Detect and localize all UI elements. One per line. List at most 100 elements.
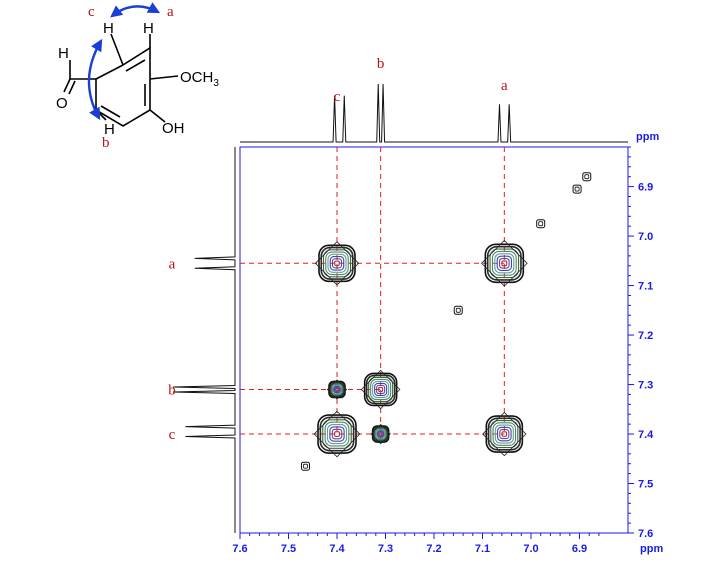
- diagonal-peak-b-ring: [378, 386, 384, 393]
- cross-peak-b-c-ring: [379, 432, 383, 436]
- cross-peak-c-b-ring: [333, 385, 341, 394]
- y-tick-label: 7.2: [638, 330, 653, 342]
- cross-peak-b-c-ring: [376, 429, 386, 439]
- diagonal-peak-a: [480, 239, 528, 287]
- left-peak-label-b: b: [168, 382, 176, 398]
- cross-peak-a-c-ring: [501, 431, 508, 437]
- diagonal-peak-b-ring: [372, 380, 390, 399]
- atom-h-a: H: [143, 20, 154, 37]
- noise-peak-ring: [582, 172, 592, 182]
- cross-peak-a-c-ring: [492, 422, 517, 446]
- noise-peak: [536, 219, 546, 229]
- noise-peak-ring: [455, 307, 461, 313]
- cross-peak-b-c-ring: [378, 431, 384, 437]
- atom-oh: OH: [162, 120, 185, 137]
- cross-peak-b-c-envelope: [370, 423, 391, 445]
- molecule-structure: H O H H H OCH3 OH c a b: [56, 2, 219, 151]
- cross-peak-c-a-ring: [331, 258, 343, 269]
- diagonal-peak-a-ring: [499, 257, 510, 269]
- bond-c-oh: [149, 109, 166, 123]
- atom-h-c: H: [103, 20, 114, 37]
- cross-peak-c-b-envelope: [326, 379, 348, 400]
- left-projection-trace: [172, 147, 236, 533]
- cross-peak-a-c-envelope: [482, 411, 527, 457]
- y-tick-label: 7.1: [638, 281, 653, 293]
- y-tick-label: 7.4: [638, 429, 654, 441]
- diagonal-peak-a-ring: [486, 245, 522, 281]
- cross-peak-b-c-ring: [372, 426, 389, 442]
- diagonal-peak-b: [360, 369, 401, 410]
- diagonal-peak-a-ring: [501, 260, 508, 267]
- x-tick-label: 7.4: [329, 543, 345, 555]
- cross-peak-c-b-ring: [334, 386, 340, 393]
- bond-c-h-c: [110, 33, 124, 66]
- x-tick-label: 6.9: [572, 543, 587, 555]
- left-projection: [172, 147, 236, 533]
- diagonal-peak-b-ring: [374, 382, 388, 397]
- cross-peak-b-c: [370, 423, 391, 445]
- correlation-guides: [240, 147, 505, 435]
- atom-h-b: H: [104, 121, 115, 138]
- cross-peak-c-a-ring: [325, 251, 349, 276]
- x-tick-label: 7.1: [475, 543, 490, 555]
- contour-peaks: [300, 172, 592, 471]
- diagonal-peak-c-ring: [326, 423, 348, 445]
- top-projection-trace: [240, 83, 628, 143]
- diagonal-peak-b-envelope: [360, 369, 401, 410]
- atom-o-aldehyde: O: [56, 95, 68, 112]
- cross-peak-c-a-ring: [318, 244, 356, 283]
- bond-cho-o-2: [68, 80, 76, 95]
- cross-peak-a-c-ring: [497, 426, 512, 442]
- y-tick-label: 7.0: [638, 231, 653, 243]
- molecule-bonds: [63, 33, 179, 127]
- diagonal-peak-b-ring: [376, 384, 386, 395]
- cross-peak-c-a-ring: [320, 246, 354, 280]
- top-peak-label-b: b: [377, 56, 385, 72]
- diagonal-peak-c-ring: [317, 414, 357, 454]
- cross-peak-a-c-ring: [487, 417, 521, 451]
- cross-peak-c-a-envelope: [314, 241, 360, 286]
- noise-peak-ring: [453, 305, 463, 315]
- diagonal-peak-a-ring: [494, 253, 515, 274]
- y-tick-label: 7.6: [638, 528, 653, 540]
- cross-peak-c-b-ring: [335, 387, 339, 392]
- left-peak-label-a: a: [169, 256, 176, 272]
- cross-peak-a-c-ring: [485, 415, 524, 453]
- plot-frame: [239, 146, 629, 534]
- cross-peak-a-c-ring: [494, 424, 514, 444]
- y-axis-label: ppm: [636, 131, 659, 143]
- diagonal-peak-b-ring: [368, 376, 394, 403]
- diagonal-peak-b-ring: [363, 372, 398, 407]
- ring-double-bond-3: [100, 105, 121, 118]
- diagonal-peak-a-ring: [489, 248, 520, 279]
- coupling-arrow-c-a: [110, 2, 161, 18]
- cross-peak-c-b: [326, 379, 348, 400]
- diagonal-peak-c-ring: [334, 431, 340, 437]
- y-tick-label: 7.5: [638, 479, 653, 491]
- cross-peak-b-c-ring: [371, 425, 390, 443]
- cross-peak-a-c: [482, 411, 527, 457]
- x-tick-label: 7.0: [523, 543, 538, 555]
- left-peak-label-c: c: [169, 427, 176, 443]
- noise-peak: [453, 305, 463, 315]
- noise-peak-ring: [584, 174, 590, 180]
- benzene-ring: [95, 46, 151, 127]
- noise-peak-ring: [536, 219, 546, 229]
- diagonal-peak-c-ring: [319, 416, 355, 452]
- diagonal-peak-c-ring: [324, 421, 350, 447]
- top-projection: [240, 83, 628, 143]
- diagonal-peak-a-ring: [496, 255, 513, 271]
- diagonal-peak-c-ring: [331, 428, 343, 440]
- diagonal-peak-a-ring: [484, 243, 525, 284]
- cross-peak-b-c-ring: [377, 430, 385, 438]
- cross-peak-c-a-ring: [322, 249, 352, 278]
- cross-peak-c-a-ring: [329, 255, 345, 271]
- diagonal-peak-b-ring: [370, 378, 392, 401]
- x-tick-label: 7.6: [232, 543, 247, 555]
- noise-peak-ring: [538, 221, 544, 227]
- x-tick-label: 7.2: [426, 543, 441, 555]
- noise-peak: [572, 184, 582, 194]
- cross-peak-c-a-ring: [334, 260, 340, 267]
- x-axis-label: ppm: [640, 543, 663, 555]
